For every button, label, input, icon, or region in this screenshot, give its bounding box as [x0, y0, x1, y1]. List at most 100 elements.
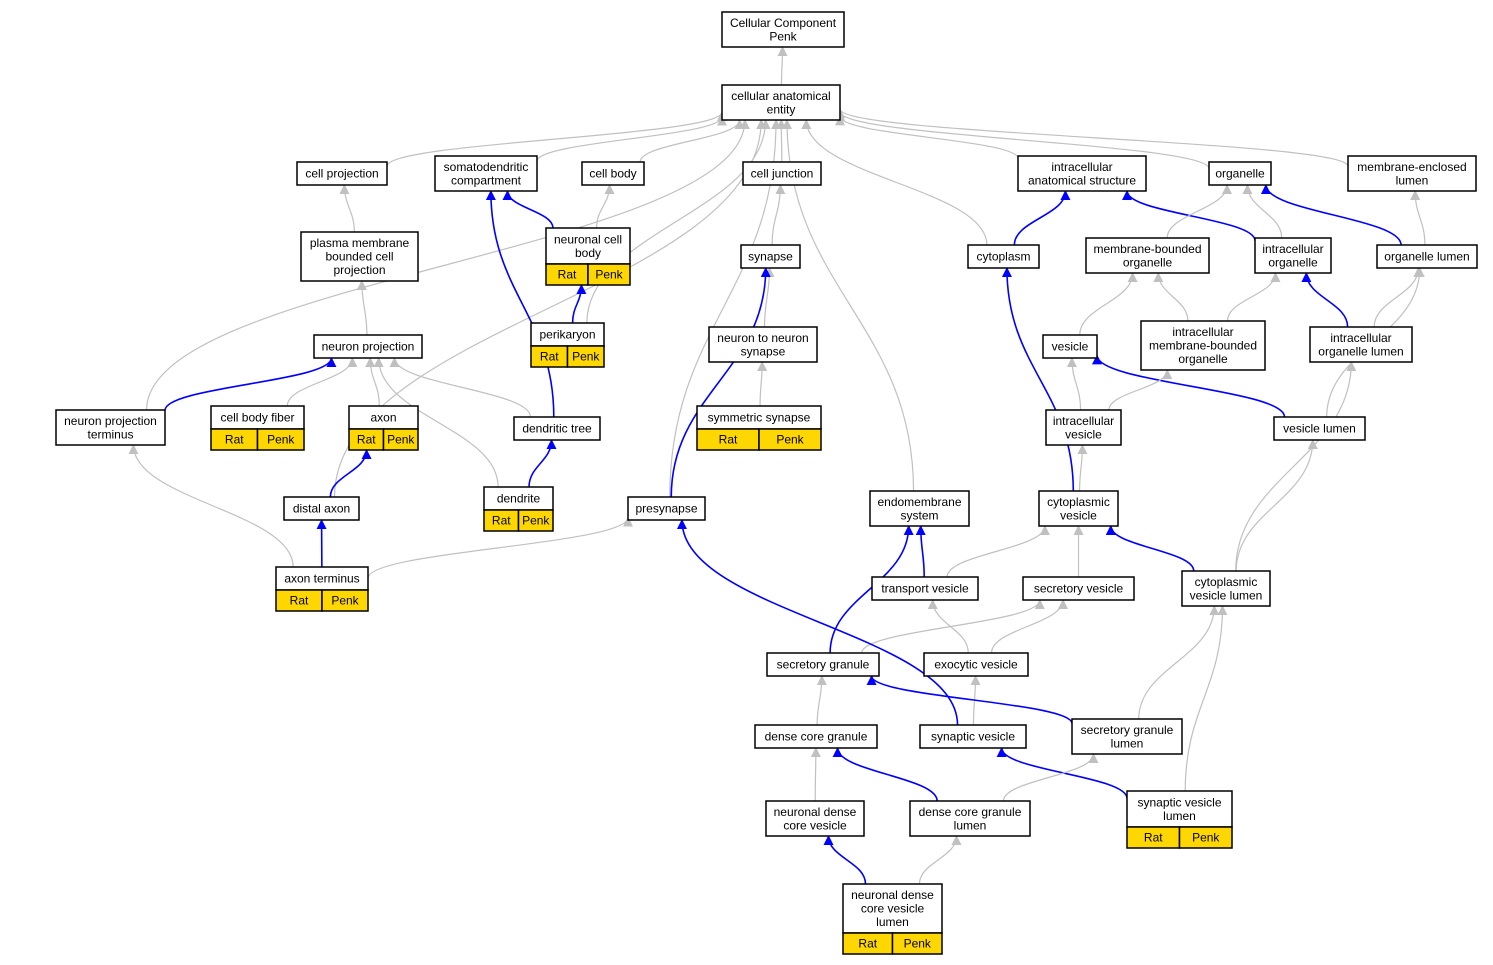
edge-sgl-to-secgran — [866, 675, 1073, 724]
edge-celljunc-to-cae — [776, 119, 787, 163]
node-label-line: dendritic tree — [522, 422, 592, 436]
annotation-cell — [1178, 826, 1233, 849]
edge-cae-to-root — [777, 46, 788, 86]
node-box — [754, 724, 878, 749]
node-neuronproj: neuron projection — [313, 334, 423, 359]
node-secves: secretory vesicle — [1022, 576, 1135, 601]
node-box — [283, 496, 360, 521]
node-label-line: neuron to neuron — [717, 331, 808, 345]
edge-presynapse-to-synapse — [670, 267, 771, 498]
edge-dcgl-to-dcg — [832, 747, 938, 802]
node-label-line: Penk — [769, 29, 797, 43]
node-transves: transport vesicle — [871, 576, 979, 601]
edge-transves-to-endomem — [915, 525, 926, 578]
edge-ndcvl-to-ndcv — [823, 835, 867, 885]
node-label-line: membrane-enclosed — [1357, 160, 1466, 174]
node-box — [1208, 161, 1272, 186]
node-label-line: lumen — [1111, 736, 1144, 750]
node-label-line: cellular anatomical — [731, 89, 830, 103]
node-exoves: exocytic vesicle — [923, 652, 1029, 677]
node-label-line: distal axon — [293, 502, 350, 516]
node-celljunc: cell junction — [742, 161, 822, 186]
node-box — [923, 652, 1029, 677]
edge-somato-to-cae — [536, 115, 727, 162]
edge-dendrite-to-neuronproj — [373, 357, 499, 488]
node-presynapse: presynapse — [627, 496, 706, 521]
node-box — [967, 244, 1040, 269]
node-label-line: axon — [370, 411, 396, 425]
edge-cvl-to-cytoves — [1105, 525, 1195, 572]
node-box — [627, 496, 706, 521]
annotation-label: Rat — [858, 937, 877, 951]
edge-dtree-to-neuronproj — [389, 357, 532, 418]
node-label-line: vesicle — [1060, 508, 1097, 522]
annotation-label: Penk — [387, 433, 415, 447]
node-dtree: dendritic tree — [513, 416, 601, 441]
node-orglumen: organelle lumen — [1376, 244, 1478, 269]
node-label-line: anatomical structure — [1028, 173, 1136, 187]
node-label-line: neuronal dense — [851, 888, 934, 902]
node-label-line: terminus — [87, 427, 133, 441]
node-veslumen: vesicle lumen — [1273, 416, 1366, 441]
node-label-line: system — [900, 508, 938, 522]
edge-cellbody-to-cae — [639, 119, 745, 163]
node-box — [871, 576, 979, 601]
annotation-label: Penk — [776, 433, 804, 447]
edge-synves-to-presynapse — [676, 519, 959, 726]
node-box — [1140, 320, 1266, 371]
node-label-line: perikaryon — [539, 328, 595, 342]
edge-npt-to-neuronproj — [164, 357, 337, 411]
edge-dtree-to-somato — [485, 190, 555, 418]
node-box — [55, 409, 166, 446]
annotation-label: Penk — [331, 594, 359, 608]
node-label-line: membrane-bounded — [1149, 339, 1257, 353]
node-box — [721, 11, 845, 48]
edge-ndcvl-to-dcgl — [918, 835, 962, 885]
edge-synapse-to-celljunc — [771, 184, 786, 246]
node-label-line: transport vesicle — [881, 582, 969, 596]
edge-iol-to-orglumen — [1373, 267, 1424, 328]
annotation-label: Penk — [572, 350, 600, 364]
node-label-line: lumen — [954, 818, 987, 832]
node-box — [766, 652, 880, 677]
node-box — [1071, 718, 1183, 755]
node-label-line: intracellular — [1053, 414, 1114, 428]
node-label-line: neuronal cell — [554, 232, 622, 246]
edge-dcg-to-secgran — [816, 675, 827, 726]
edge-veslumen-to-vesicle — [1092, 354, 1286, 418]
annotation-label: Rat — [492, 514, 511, 528]
edge-exoves-to-secves — [990, 599, 1068, 654]
annotation-label: Penk — [595, 268, 623, 282]
edge-iol-to-intraorg — [1301, 272, 1349, 328]
annotation-cell — [587, 263, 631, 286]
node-label-line: Cellular Component — [730, 16, 837, 30]
node-label-line: cell projection — [305, 167, 378, 181]
node-label-line: entity — [767, 102, 796, 116]
node-box — [313, 334, 423, 359]
node-box — [1038, 490, 1119, 527]
node-box — [296, 161, 388, 186]
node-box — [708, 326, 818, 363]
node-label-line: dense core granule — [919, 805, 1022, 819]
node-label-line: cell junction — [751, 167, 814, 181]
node-label-line: organelle lumen — [1318, 344, 1403, 358]
node-box — [513, 416, 601, 441]
edge-cytoves-to-intravesicle — [1077, 444, 1088, 492]
annotation-label: Penk — [267, 433, 295, 447]
node-label-line: cell body — [589, 167, 636, 181]
node-label-line: dense core granule — [765, 730, 868, 744]
node-label-line: axon terminus — [284, 572, 359, 586]
node-label-line: lumen — [876, 915, 909, 929]
